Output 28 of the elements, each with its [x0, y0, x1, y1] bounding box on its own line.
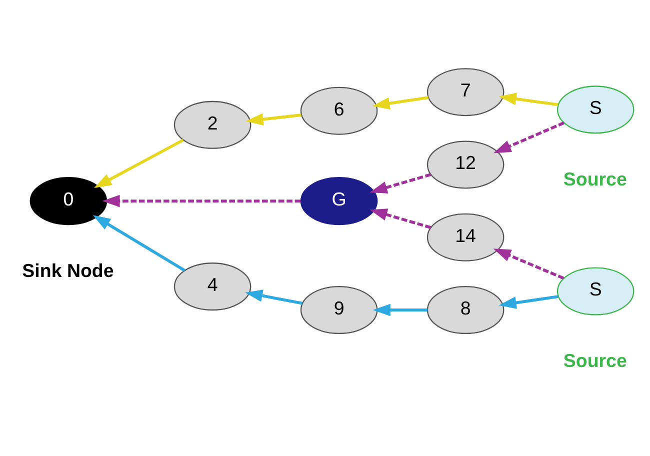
node-ellipse: 0	[30, 177, 108, 226]
node-ellipse: 9	[300, 286, 378, 334]
arrow	[370, 173, 432, 194]
arrow	[372, 304, 428, 316]
arrow	[246, 113, 302, 126]
arrow	[370, 208, 432, 229]
arrow	[94, 138, 184, 188]
node-label: Source	[563, 350, 627, 372]
node-label: Source	[563, 168, 627, 190]
arrow	[493, 122, 564, 154]
arrow	[498, 92, 558, 106]
node-ellipse: G	[300, 177, 378, 226]
node-ellipse: 8	[426, 286, 504, 334]
node-ellipse: 14	[426, 213, 504, 262]
node-ellipse: 6	[300, 86, 378, 135]
arrow	[498, 295, 558, 309]
node-ellipse: 2	[174, 100, 252, 149]
arrow	[102, 194, 301, 208]
node-label: Sink Node	[22, 260, 114, 281]
node-ellipse: 4	[174, 262, 252, 311]
node-ellipse: 12	[426, 140, 504, 189]
arrow	[244, 290, 303, 305]
node-ellipse: S	[556, 86, 634, 134]
arrow	[92, 215, 186, 272]
node-ellipse: S	[556, 267, 634, 316]
arrow	[493, 248, 564, 280]
node-ellipse: 7	[426, 68, 504, 116]
arrow	[372, 96, 429, 110]
